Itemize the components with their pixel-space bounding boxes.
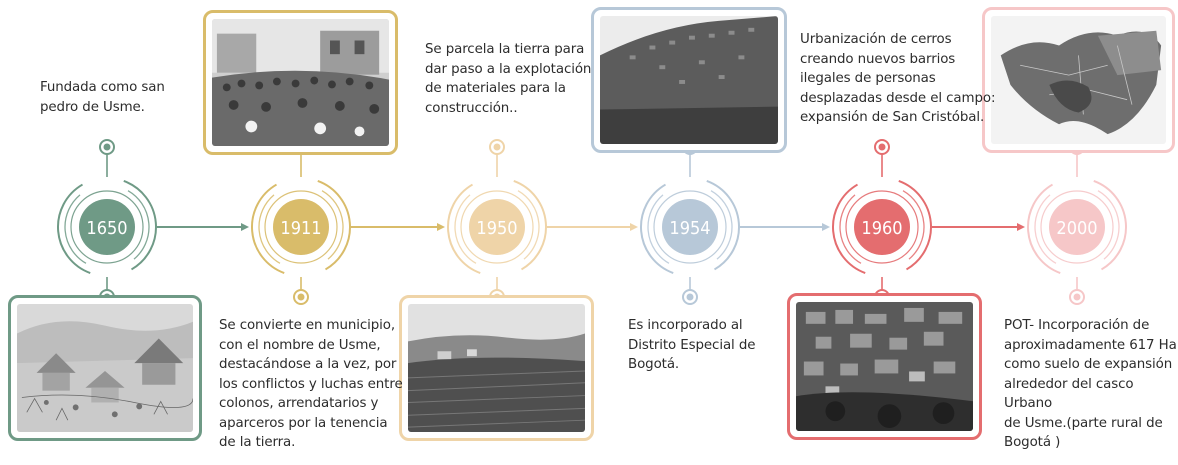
photo-2000 (982, 7, 1175, 153)
ring-mid-right-1954 (710, 190, 733, 260)
arrow-1960-2000 (1017, 223, 1025, 231)
farmland-image (408, 304, 585, 432)
photo-1950 (399, 295, 594, 441)
node-2000 (1049, 199, 1105, 255)
ring-outer-right-2000 (1093, 180, 1127, 271)
marker-dot-top-1650 (103, 143, 111, 151)
ring-outer-left-1950 (447, 183, 481, 274)
node-1954 (662, 199, 718, 255)
year-label-2000: 2000 (1056, 218, 1097, 239)
description-1950: Se parcela la tierra para dar paso a la … (425, 42, 592, 116)
ring-mid-left-1650 (64, 194, 87, 264)
marker-dot-bottom-1911 (297, 293, 305, 301)
description-2000: POT- Incorporación de aproximadamente 61… (1004, 318, 1177, 450)
arrow-1954-1960 (822, 223, 830, 231)
photo-1911 (203, 10, 398, 155)
photo-1650 (8, 295, 202, 441)
year-label-1650: 1650 (86, 218, 127, 239)
description-1911: Se convierte en municipio, con el nombre… (219, 318, 403, 450)
ring-mid-right-2000 (1097, 190, 1120, 260)
ring-outer-right-1950 (513, 180, 547, 271)
node-1960 (854, 199, 910, 255)
arrow-1911-1950 (437, 223, 445, 231)
year-label-1911: 1911 (280, 218, 321, 239)
photo-1960 (787, 293, 982, 440)
ring-mid-right-1650 (127, 190, 150, 260)
arrow-1950-1954 (630, 223, 638, 231)
arrow-1650-1911 (241, 223, 249, 231)
hillside-city-image (600, 16, 778, 144)
ring-mid-left-1960 (839, 194, 862, 264)
marker-dot-bottom-1954 (686, 293, 694, 301)
year-label-1954: 1954 (669, 218, 710, 239)
ring-outer-left-1911 (251, 183, 285, 274)
marker-dot-top-1950 (493, 143, 501, 151)
ring-outer-right-1954 (706, 180, 740, 271)
ring-mid-left-1911 (258, 194, 281, 264)
zoning-map-image (991, 16, 1166, 144)
ring-outer-right-1911 (317, 180, 351, 271)
node-1911 (273, 199, 329, 255)
ring-outer-left-1650 (57, 183, 91, 274)
ring-mid-left-1950 (454, 194, 477, 264)
node-1650 (79, 199, 135, 255)
aerial-neighborhood-image (796, 302, 973, 431)
ring-outer-right-1650 (123, 180, 157, 271)
photo-1954 (591, 7, 787, 153)
ring-outer-left-2000 (1027, 183, 1061, 274)
description-1960: Urbanización de cerros creando nuevos ba… (800, 32, 996, 125)
description-1650: Fundada como san pedro de Usme. (40, 80, 165, 115)
ring-mid-left-2000 (1034, 194, 1057, 264)
marker-dot-top-1960 (878, 143, 886, 151)
node-1950 (469, 199, 525, 255)
ring-mid-left-1954 (647, 194, 670, 264)
ring-mid-right-1950 (517, 190, 540, 260)
ring-outer-right-1960 (898, 180, 932, 271)
ring-mid-right-1960 (902, 190, 925, 260)
description-1954: Es incorporado al Distrito Especial de B… (628, 318, 756, 372)
marker-dot-bottom-2000 (1073, 293, 1081, 301)
sketch-village-image (17, 304, 193, 432)
ring-outer-left-1954 (640, 183, 674, 274)
crowd-plaza-image (212, 19, 389, 146)
year-label-1950: 1950 (476, 218, 517, 239)
ring-outer-left-1960 (832, 183, 866, 274)
ring-mid-right-1911 (321, 190, 344, 260)
year-label-1960: 1960 (861, 218, 902, 239)
